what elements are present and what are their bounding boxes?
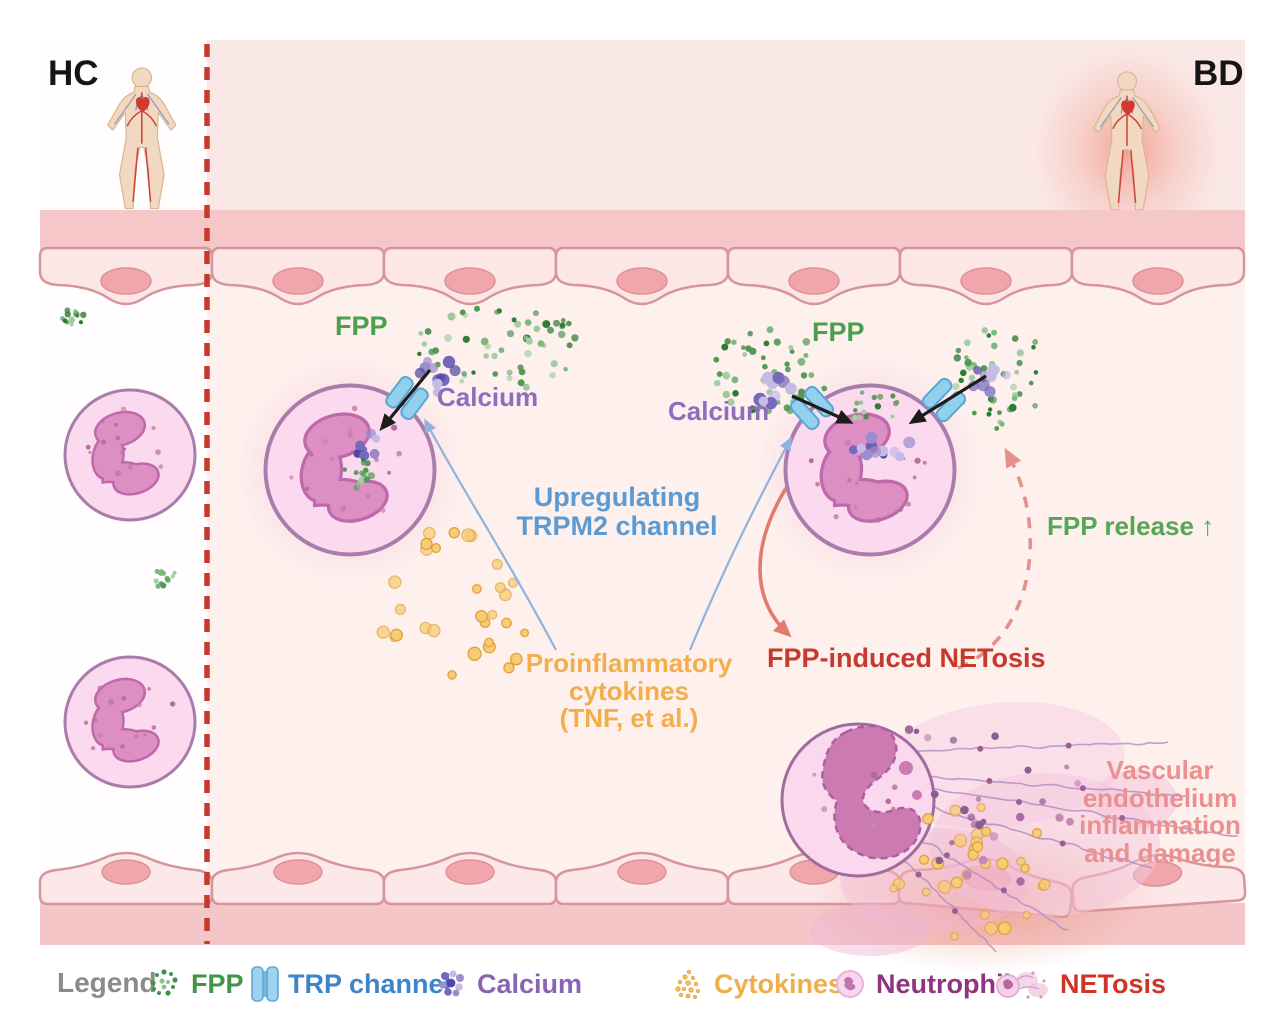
legend-label-fpp: FPP xyxy=(191,968,244,999)
upregulation-arrow-left xyxy=(424,418,557,651)
calcium-label-right: Calcium xyxy=(668,396,770,426)
legend-item-netosis: NETosis xyxy=(995,962,1166,1006)
influx-arrow-left xyxy=(379,368,432,432)
fpp-release-label: FPP release ↑ xyxy=(1047,511,1215,541)
legend-label-cytokines: Cytokines xyxy=(714,968,844,999)
legend-item-trp: TRP channel xyxy=(251,962,451,1006)
netosis-arrow xyxy=(758,487,792,638)
calcium-cluster-right-1 xyxy=(753,371,797,410)
spilling-nucleus xyxy=(821,724,922,860)
fpp-label-left: FPP xyxy=(335,311,388,341)
calcium-label-left: Calcium xyxy=(437,382,539,412)
fpp-cluster-hc-1 xyxy=(60,307,87,327)
calcium-dots-icon xyxy=(439,970,464,997)
upregulation-arrow-right xyxy=(688,436,792,651)
netosis-burst xyxy=(780,701,1239,956)
influx-arrow-right-b xyxy=(908,374,987,425)
legend-label-netosis: NETosis xyxy=(1060,968,1167,999)
legend-label-trp: TRP channel xyxy=(288,968,452,999)
legend-item-fpp: FPP xyxy=(146,962,244,1006)
fpp-dots-icon xyxy=(150,969,178,996)
netosis-burst-icon xyxy=(996,971,1048,999)
cytokines-label: Proinflammatory cytokines (TNF, et al.) xyxy=(525,648,733,734)
influx-arrow-right-a xyxy=(791,394,854,424)
panel-label-bd: BD xyxy=(1193,54,1244,93)
legend-title: Legend xyxy=(57,967,157,998)
panel-label-hc: HC xyxy=(48,54,99,93)
neutrophil-hc-1 xyxy=(65,390,195,520)
vessel-wall-top xyxy=(40,210,1245,250)
fpp-release-arrow xyxy=(957,447,1033,670)
neutrophil-cell-icon xyxy=(836,970,864,998)
cytokine-spray xyxy=(376,526,530,680)
arrows xyxy=(379,368,1033,670)
neutrophil-bd-left-group xyxy=(238,305,579,680)
legend-item-neutrophil: Neutrophil xyxy=(833,962,1011,1006)
legend-label-neutrophil: Neutrophil xyxy=(876,968,1011,999)
vascular-damage-label: Vascular endothelium inflammation and da… xyxy=(1079,755,1241,868)
fpp-cluster-hc-2 xyxy=(153,569,177,589)
fpp-cluster-left xyxy=(417,305,579,391)
trp-channel-icon xyxy=(251,966,279,1002)
netosis-debris xyxy=(870,725,1081,886)
legend-item-calcium: Calcium xyxy=(436,962,582,1006)
cytokine-dots-icon xyxy=(675,969,700,999)
legend-item-cytokines: Cytokines xyxy=(673,962,843,1006)
calcium-cluster-right-2 xyxy=(968,364,1011,398)
fpp-label-right: FPP xyxy=(812,317,865,347)
legend-label-calcium: Calcium xyxy=(477,968,583,999)
trpm2-label: Upregulating TRPM2 channel xyxy=(516,482,718,541)
netosis-label: FPP-induced NETosis xyxy=(767,643,1046,673)
